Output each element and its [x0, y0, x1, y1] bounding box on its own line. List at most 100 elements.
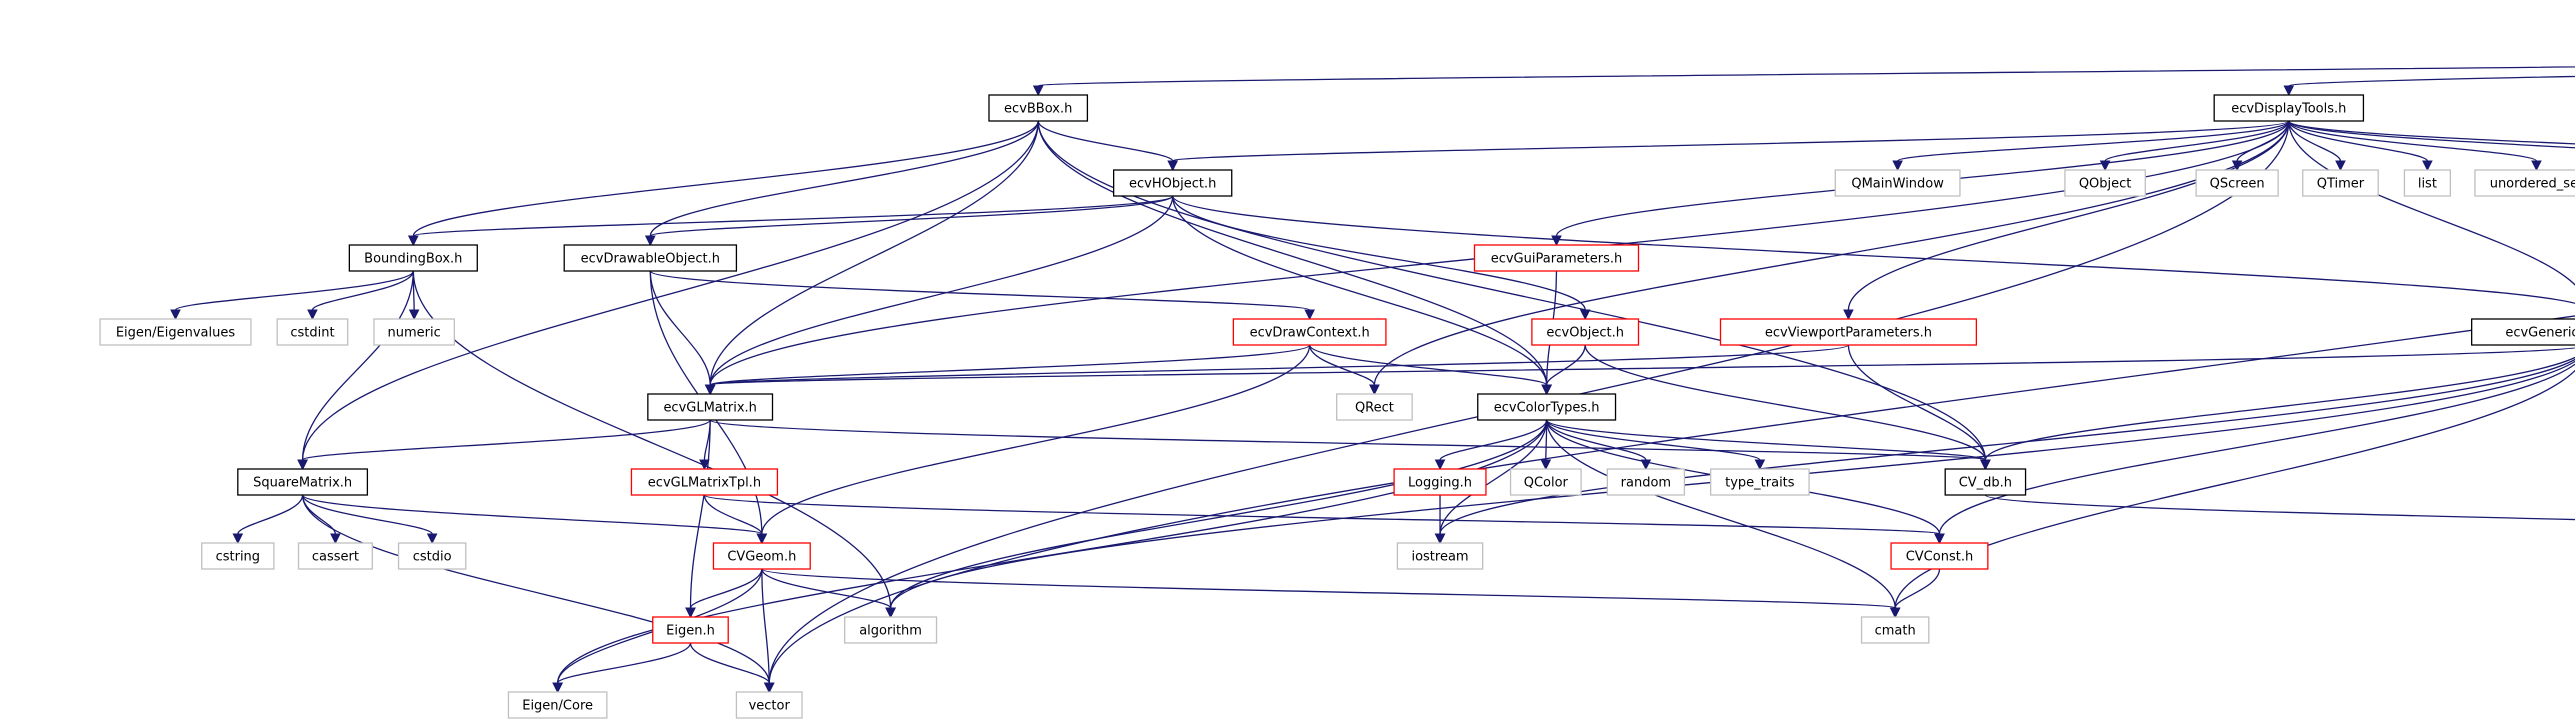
node-ecvgenericdisplaytools[interactable]: ecvGenericDisplayTools.h: [2471, 318, 2575, 346]
edge-line: [689, 568, 763, 609]
node-box: [988, 94, 1089, 122]
edge-ecvcolortypes-to-random: [1545, 419, 1652, 471]
node-iostream: iostream: [1396, 542, 1484, 570]
node-label: unordered_set: [2490, 177, 2575, 192]
edge-logging-to-iostream: [1434, 495, 1446, 545]
node-boundingbox[interactable]: BoundingBox.h: [348, 244, 478, 272]
node-label: ecvGuiParameters.h: [1491, 252, 1623, 267]
arrowhead-icon: [645, 235, 656, 247]
edge-line: [1373, 120, 2290, 386]
edge-eigen-h-to-vector: [689, 642, 775, 694]
node-ecvglmatrixtpl[interactable]: ecvGLMatrixTpl.h: [630, 468, 779, 496]
edge-cvconst-to-cmath: [1889, 568, 1941, 619]
node-ecvviewportparameters[interactable]: ecvViewportParameters.h: [1719, 318, 1978, 346]
node-type-traits: type_traits: [1710, 468, 1810, 496]
node-label: CV_db.h: [1959, 476, 2012, 491]
node-box: [630, 468, 779, 496]
node-box: [237, 468, 369, 496]
node-cv-db[interactable]: CV_db.h: [1944, 468, 2027, 496]
node-algorithm: algorithm: [844, 616, 938, 644]
node-ecvbbox[interactable]: ecvBBox.h: [988, 94, 1089, 122]
node-label: algorithm: [859, 624, 922, 639]
edge-line: [1037, 66, 2575, 87]
edge-line: [2288, 120, 2575, 149]
node-label: ecvGLMatrix.h: [663, 401, 756, 416]
edge-line: [889, 419, 1548, 609]
node-label: CVConst.h: [1906, 550, 1973, 565]
edge-line: [1984, 494, 2575, 521]
node-label: ecvDrawableObject.h: [581, 252, 720, 267]
node-box: [647, 393, 774, 421]
node-label: ecvViewportParameters.h: [1765, 326, 1932, 341]
edge-line: [649, 270, 1311, 311]
edge-line: [703, 494, 1941, 535]
edge-ecvdisplaytools-to-qmainwindow: [1892, 120, 2290, 172]
node-label: Eigen/Eigenvalues: [116, 326, 236, 341]
arrowhead-icon: [2335, 160, 2346, 172]
edge-line: [174, 270, 414, 311]
edge-ecvobject-to-cv-db: [1584, 344, 1991, 471]
node-label: QRect: [1355, 401, 1394, 416]
edge-line: [2104, 120, 2290, 162]
edge-ecvdrawcontext-to-cvgeom: [756, 344, 1311, 545]
node-logging[interactable]: Logging.h: [1393, 468, 1487, 496]
edge-line: [2288, 120, 2429, 162]
node-label: ecvDisplayTools.h: [2231, 102, 2346, 117]
edge-ecvobject-to-ecvcolortypes: [1541, 344, 1586, 396]
edge-line: [1037, 120, 1548, 386]
node-label: iostream: [1411, 550, 1468, 565]
node-cstring: cstring: [201, 542, 275, 570]
edge-line: [1172, 120, 2290, 162]
node-box: [1834, 169, 1961, 197]
node-ecvdisplaytools[interactable]: ecvDisplayTools.h: [2213, 94, 2365, 122]
edge-cvgeom-to-algorithm: [761, 568, 896, 619]
edge-line: [1439, 358, 2575, 535]
node-cvgeom[interactable]: CVGeom.h: [712, 542, 811, 570]
edge-ecvbbox-to-ecvglmatrix: [704, 120, 1039, 396]
node-numeric: numeric: [373, 318, 455, 346]
node-label: CVGeom.h: [727, 550, 796, 565]
node-box: [1396, 542, 1484, 570]
edge-ecvhobject-to-boundingbox: [408, 195, 1174, 247]
node-ecvguiparameters[interactable]: ecvGuiParameters.h: [1473, 244, 1640, 272]
edge-line: [1545, 419, 1896, 609]
node-eigen-eigenvalues: Eigen/Eigenvalues: [99, 318, 252, 346]
node-box: [652, 616, 729, 644]
edge-line: [1037, 120, 1174, 162]
edge-ecvhobject-to-ecvgenericdisplaytools: [1172, 195, 2575, 305]
node-label: QObject: [2079, 177, 2132, 192]
node-box: [563, 244, 738, 272]
edge-ecvgenericdisplaytools-to-cv-db: [1980, 356, 2575, 471]
node-ecvdrawableobject[interactable]: ecvDrawableObject.h: [563, 244, 738, 272]
arrowhead-icon: [2422, 160, 2433, 172]
node-qscreen: QScreen: [2195, 169, 2279, 197]
node-squarematrix[interactable]: SquareMatrix.h: [237, 468, 369, 496]
edge-ecvglmatrix-to-cv-db: [709, 419, 1991, 471]
arrowhead-icon: [1434, 459, 1446, 471]
node-ecvhobject[interactable]: ecvHObject.h: [1112, 169, 1233, 197]
node-ecvobject[interactable]: ecvObject.h: [1531, 318, 1640, 346]
edge-cvgeom-to-vector: [761, 568, 775, 694]
arrowhead-icon: [297, 459, 308, 471]
edge-line: [709, 195, 1174, 386]
node-ecvdrawcontext[interactable]: ecvDrawContext.h: [1232, 318, 1387, 346]
edge-ecvdisplaytools-to-qelapsedtimer: [2288, 120, 2575, 145]
node-ecvglmatrix[interactable]: ecvGLMatrix.h: [647, 393, 774, 421]
edge-line: [761, 568, 892, 609]
node-eigen-h[interactable]: Eigen.h: [652, 616, 729, 644]
edge-line: [709, 120, 1039, 386]
node-unordered-set: unordered_set: [2474, 169, 2575, 197]
node-box: [1860, 616, 1930, 644]
edge-ecvdisplaytools-to-list: [2288, 120, 2433, 172]
node-cvconst[interactable]: CVConst.h: [1890, 542, 1989, 570]
node-box: [1710, 468, 1810, 496]
edge-line: [649, 270, 711, 386]
node-qcolor: QColor: [1509, 468, 1582, 496]
edge-line: [301, 494, 770, 684]
node-label: Eigen/Core: [522, 699, 593, 714]
node-box: [844, 616, 938, 644]
node-ecvcolortypes[interactable]: ecvColorTypes.h: [1477, 393, 1617, 421]
node-cmath: cmath: [1860, 616, 1930, 644]
edge-line: [412, 195, 1174, 237]
